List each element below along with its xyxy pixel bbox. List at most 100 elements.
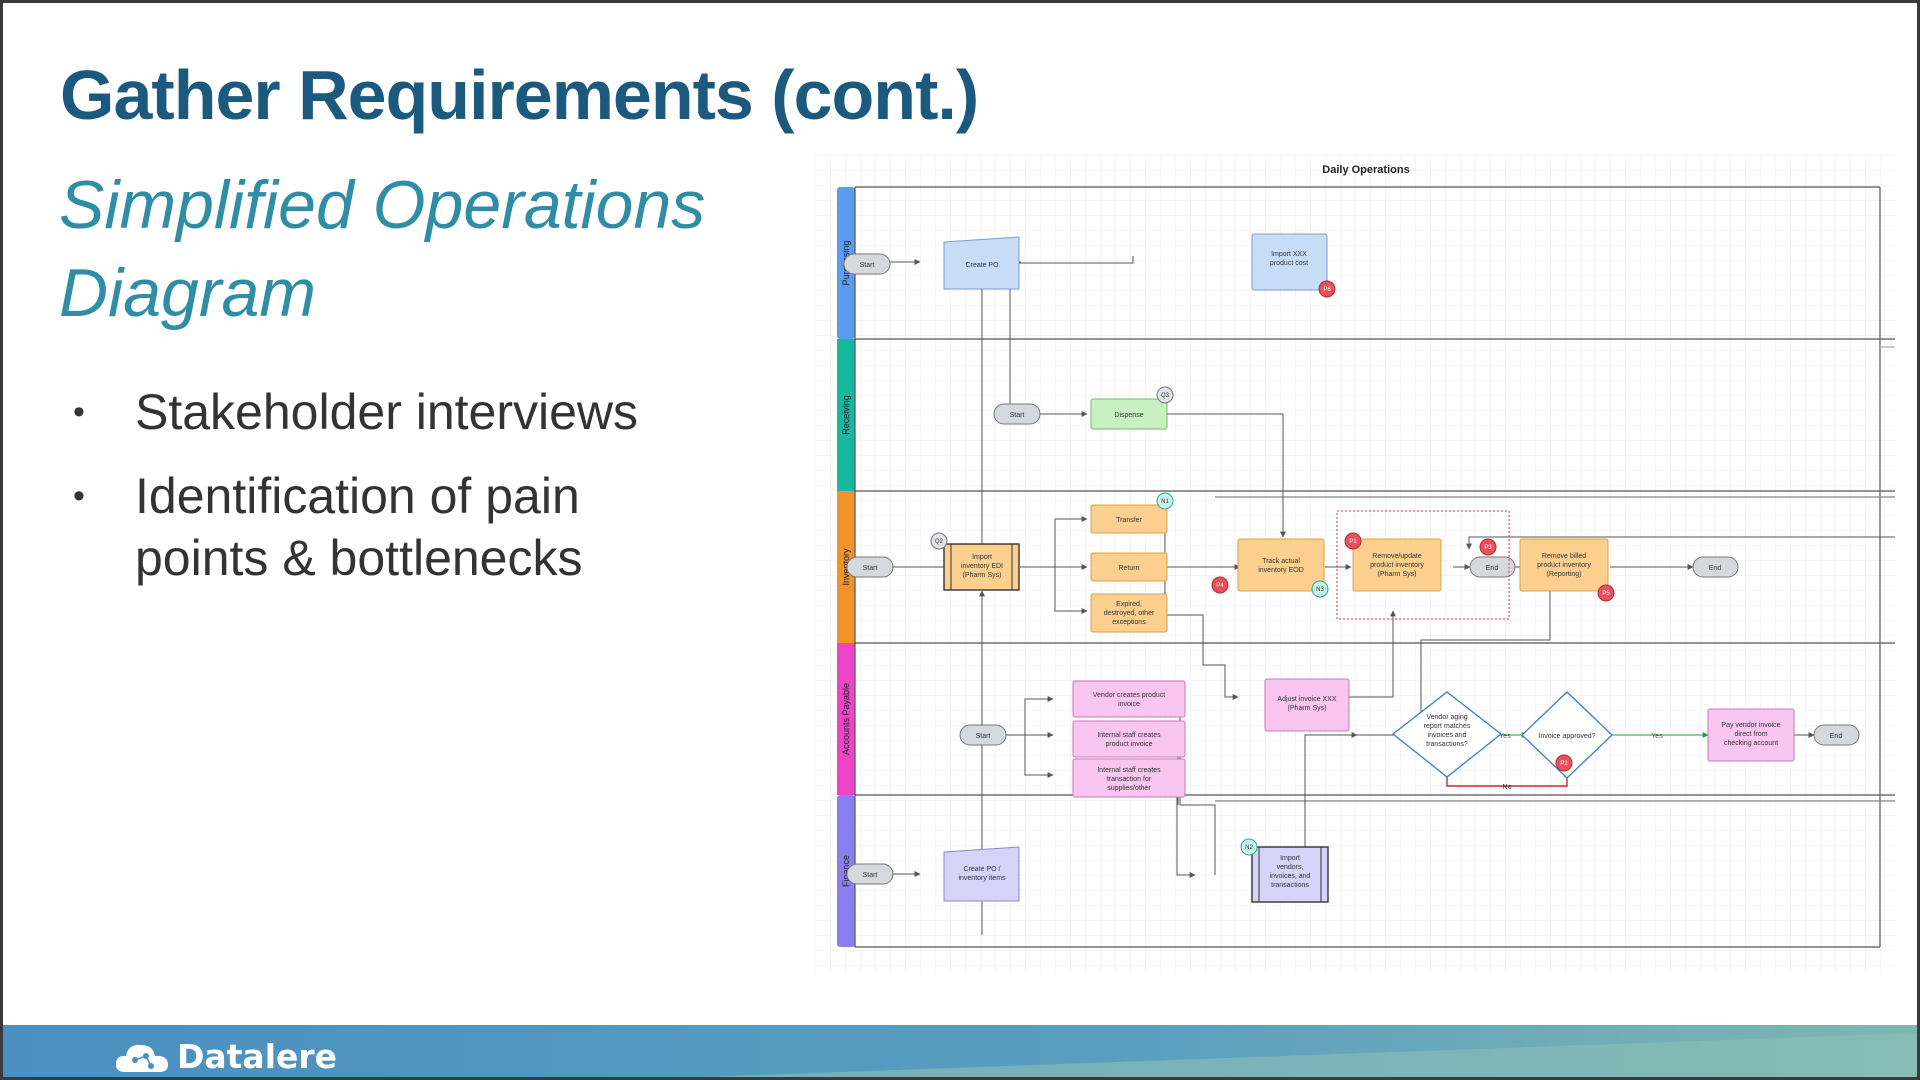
svg-text:Pay vendor invoice: Pay vendor invoice [1721,722,1780,729]
svg-text:P5: P5 [1602,591,1610,597]
bullet-dot-icon: • [73,477,85,515]
remove-billed-node: Remove billed product inventory (Reporti… [1519,538,1609,592]
svg-text:exceptions: exceptions [1112,619,1146,626]
svg-text:Create PO /: Create PO / [964,866,1001,873]
svg-text:inventory EDI: inventory EDI [961,563,1003,570]
svg-text:Start: Start [1010,412,1025,419]
start-node: Start [846,556,894,578]
svg-text:End: End [1830,733,1843,740]
svg-text:Start: Start [860,262,875,269]
svg-text:Return: Return [1118,565,1139,572]
svg-text:Start: Start [976,733,991,740]
svg-text:transactions?: transactions? [1426,741,1468,748]
svg-text:(Reporting): (Reporting) [1546,571,1581,578]
lane-label: Receiving [841,395,851,435]
expired-node: Expired, destroyed, other exceptions [1090,593,1168,633]
svg-text:product cost: product cost [1270,260,1308,267]
bullet-item: •Stakeholder interviews [73,381,713,443]
pain-point-badge: P2 [1555,754,1573,772]
svg-text:(Pharm Sys): (Pharm Sys) [1288,705,1327,712]
create-po-node: Create PO [943,236,1020,290]
svg-text:Start: Start [863,565,878,572]
pain-point-badge: P4 [1211,576,1229,594]
svg-text:Adjust invoice XXX: Adjust invoice XXX [1277,696,1336,703]
internal-invoice-node: Internal staff creates product invoice [1072,720,1186,758]
svg-text:Expired,: Expired, [1116,601,1142,608]
svg-text:vendors,: vendors, [1277,864,1304,871]
svg-text:P3: P3 [1484,545,1492,551]
track-eod-node: Track actual inventory EOD [1237,538,1325,592]
svg-text:End: End [1486,565,1499,572]
svg-text:P2: P2 [1560,761,1568,767]
svg-text:Dispense: Dispense [1114,412,1143,419]
lane-borders [854,186,1895,948]
svg-text:product invoice: product invoice [1105,741,1152,748]
svg-text:supplies/other: supplies/other [1107,785,1151,792]
svg-text:Invoice approved?: Invoice approved? [1538,733,1595,740]
brand-name: Datalere [177,1036,338,1076]
question-badge: Q2 [930,532,948,550]
svg-text:inventory EOD: inventory EOD [1258,567,1304,574]
diagram-title: Daily Operations [1322,164,1409,176]
svg-text:product inventory: product inventory [1537,562,1591,569]
lane-receiving: Receiving [837,339,855,491]
vendor-creates-node: Vendor creates product invoice [1072,680,1186,718]
lane-label: Accounts Payable [841,683,851,755]
return-node: Return [1090,552,1168,582]
svg-text:Vendor aging: Vendor aging [1426,714,1467,721]
start-node: Start [846,863,894,885]
svg-text:(Pharm Sys): (Pharm Sys) [963,572,1002,579]
svg-text:invoices and: invoices and [1428,732,1467,739]
operations-diagram: Daily Operations Purchasing Receiving In… [815,155,1895,973]
lane-finance: Finance [837,795,855,947]
svg-text:invoice: invoice [1118,701,1140,708]
start-node: Start [843,253,891,275]
question-badge: Q3 [1156,386,1174,404]
svg-text:product inventory: product inventory [1370,562,1424,569]
svg-text:Internal staff creates: Internal staff creates [1097,732,1161,739]
svg-text:checking account: checking account [1724,740,1778,747]
svg-text:Transfer: Transfer [1116,517,1142,524]
svg-text:N3: N3 [1316,587,1324,593]
svg-text:P4: P4 [1216,583,1224,589]
highlight-box [1336,510,1510,620]
pain-point-badge: P3 [1479,538,1497,556]
svg-text:transactions: transactions [1271,882,1309,889]
svg-text:(Pharm Sys): (Pharm Sys) [1378,571,1417,578]
start-node: Start [959,724,1007,746]
end-node: End [1813,724,1860,746]
bullet-list: •Stakeholder interviews •Identification … [73,381,713,611]
lane-label: Finance [841,855,851,887]
lane-label: Inventory [841,548,851,586]
svg-text:Q2: Q2 [935,539,944,545]
transfer-node: Transfer [1090,504,1168,534]
svg-text:P1: P1 [1349,539,1357,545]
svg-text:Create PO: Create PO [965,262,999,269]
bullet-dot-icon: • [73,393,85,431]
lane-inventory: Inventory [837,491,855,643]
svg-text:Vendor creates product: Vendor creates product [1093,692,1165,699]
vendor-aging-decision: Vendor aging report matches invoices and… [1391,691,1503,778]
svg-text:inventory items: inventory items [958,875,1006,882]
adjust-invoice-node: Adjust invoice XXX (Pharm Sys) [1264,678,1350,732]
yes-label: Yes [1499,733,1511,740]
svg-text:transaction for: transaction for [1107,776,1152,783]
svg-text:N2: N2 [1245,845,1253,851]
svg-text:End: End [1709,565,1722,572]
svg-text:Import XXX: Import XXX [1271,251,1307,258]
pain-point-badge: P1 [1344,532,1362,550]
svg-text:Internal staff creates: Internal staff creates [1097,767,1161,774]
svg-text:report matches: report matches [1424,723,1471,730]
create-po-items-node: Create PO / inventory items [943,846,1020,902]
import-vendors-node: Import vendors, invoices, and transactio… [1251,846,1329,903]
end-node: End [1692,556,1739,578]
datalere-logo: Datalere [113,1035,337,1077]
svg-text:direct from: direct from [1734,731,1767,738]
pain-point-badge: P5 [1597,584,1615,602]
no-label: No [1503,784,1512,791]
bullet-item: •Identification of pain points & bottlen… [73,465,713,589]
svg-text:Remove billed: Remove billed [1542,553,1586,560]
lane-accounts-payable: Accounts Payable [837,643,855,795]
svg-text:Import: Import [972,554,992,561]
invoice-approved-decision: Invoice approved? [1521,691,1613,779]
